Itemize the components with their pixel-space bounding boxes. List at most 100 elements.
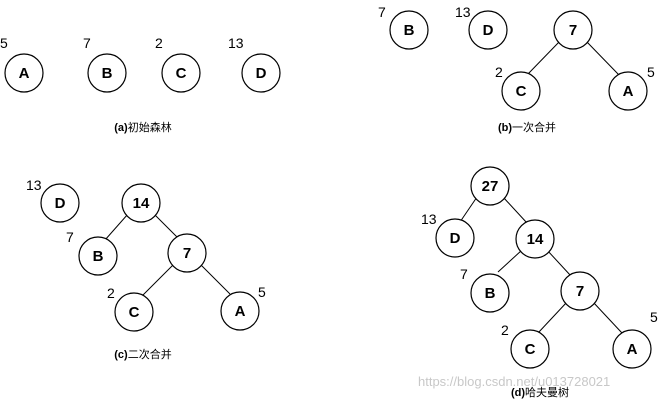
node-circle (220, 291, 260, 331)
node-label: A (19, 65, 30, 82)
node-weight: 2 (495, 64, 503, 80)
node-circle (560, 271, 600, 311)
panel-b: B 7 D 13 7 C 2 A 5 (b)一次合并 (378, 4, 655, 134)
panel-a-node-c: C 2 (155, 35, 201, 93)
edge (153, 213, 178, 238)
node-weight: 5 (258, 284, 266, 300)
node-weight: 5 (650, 309, 658, 325)
node-weight: 13 (228, 35, 244, 51)
node-weight: 2 (155, 35, 163, 51)
node-weight: 7 (66, 229, 74, 245)
node-circle (121, 183, 161, 223)
node-circle (167, 233, 207, 273)
node-label: B (404, 22, 415, 39)
panel-c-node-c: C 2 (107, 285, 154, 332)
panel-d-node-a: A 5 (612, 309, 658, 369)
node-circle (468, 10, 508, 50)
node-label: 7 (183, 245, 191, 262)
node-label: 7 (576, 283, 584, 300)
edge (199, 263, 231, 295)
panel-d-node-c: C 2 (501, 322, 550, 369)
panel-c-node-14: 14 (121, 183, 161, 223)
node-circle (389, 10, 429, 50)
node-circle (553, 10, 593, 50)
node-circle (114, 292, 154, 332)
node-label: B (485, 285, 496, 302)
node-circle (78, 236, 118, 276)
edge (142, 263, 175, 296)
panel-c: D 13 14 B 7 7 C 2 A 5 (c)二次合并 (26, 177, 266, 361)
watermark: https://blog.csdn.net/u013728021 (418, 374, 610, 389)
panel-b-caption: (b)一次合并 (498, 120, 556, 134)
edge (592, 301, 623, 334)
node-label: D (256, 65, 267, 82)
node-circle (87, 53, 127, 93)
panel-c-node-7: 7 (167, 233, 207, 273)
node-label: C (525, 341, 536, 358)
node-label: C (129, 304, 140, 321)
node-label: 7 (569, 22, 577, 39)
node-weight: 5 (0, 35, 8, 51)
node-circle (470, 166, 510, 206)
edge (546, 249, 572, 277)
node-label: C (176, 65, 187, 82)
edge (585, 40, 620, 76)
node-label: D (483, 22, 494, 39)
panel-a-node-b: B 7 (83, 35, 127, 93)
panel-b-node-c: C 2 (495, 64, 541, 111)
node-circle (241, 53, 281, 93)
node-weight: 13 (26, 177, 42, 193)
edge (104, 213, 129, 241)
panel-d-node-27: 27 (470, 166, 510, 206)
panel-b-node-a: A 5 (608, 64, 655, 111)
panel-a: A 5 B 7 C 2 D 13 (a)初始森林 (0, 35, 281, 134)
node-circle (161, 53, 201, 93)
node-label: 27 (482, 178, 499, 195)
edge (459, 196, 478, 223)
node-circle (40, 183, 80, 223)
panel-d-caption: (d)哈夫曼树 (511, 385, 569, 399)
node-circle (612, 329, 652, 369)
node-label: A (623, 83, 634, 100)
panel-c-node-b: B 7 (66, 229, 118, 276)
node-label: 14 (527, 231, 544, 248)
node-circle (435, 218, 475, 258)
panel-b-node-d: D 13 (455, 4, 508, 50)
panel-c-caption: (c)二次合并 (114, 347, 171, 361)
panel-a-node-d: D 13 (228, 35, 281, 93)
node-weight: 2 (501, 322, 509, 338)
panel-b-node-b: B 7 (378, 4, 429, 50)
node-circle (510, 329, 550, 369)
node-label: B (93, 248, 104, 265)
node-label: D (450, 230, 461, 247)
node-label: D (55, 195, 66, 212)
panel-c-node-a: A 5 (220, 284, 266, 331)
node-label: B (102, 65, 113, 82)
node-weight: 7 (378, 4, 386, 20)
node-label: 14 (133, 195, 150, 212)
panel-a-caption: (a)初始森林 (114, 120, 171, 134)
node-circle (515, 219, 555, 259)
node-weight: 13 (421, 211, 437, 227)
node-weight: 7 (460, 266, 468, 282)
node-weight: 7 (83, 35, 91, 51)
node-circle (4, 53, 44, 93)
node-circle (470, 273, 510, 313)
edge (537, 301, 568, 334)
node-label: A (627, 341, 638, 358)
panel-d-node-b: B 7 (460, 266, 510, 313)
panel-b-node-7: 7 (553, 10, 593, 50)
edge (526, 40, 561, 76)
panel-d-node-7: 7 (560, 271, 600, 311)
panel-c-node-d: D 13 (26, 177, 80, 223)
panel-d-node-d: D 13 (421, 211, 475, 258)
node-circle (501, 71, 541, 111)
node-weight: 13 (455, 4, 471, 20)
panel-a-node-a: A 5 (0, 35, 44, 93)
node-label: A (235, 303, 246, 320)
panel-d-node-14: 14 (515, 219, 555, 259)
edge (502, 196, 528, 224)
node-circle (608, 71, 648, 111)
node-weight: 2 (107, 285, 115, 301)
